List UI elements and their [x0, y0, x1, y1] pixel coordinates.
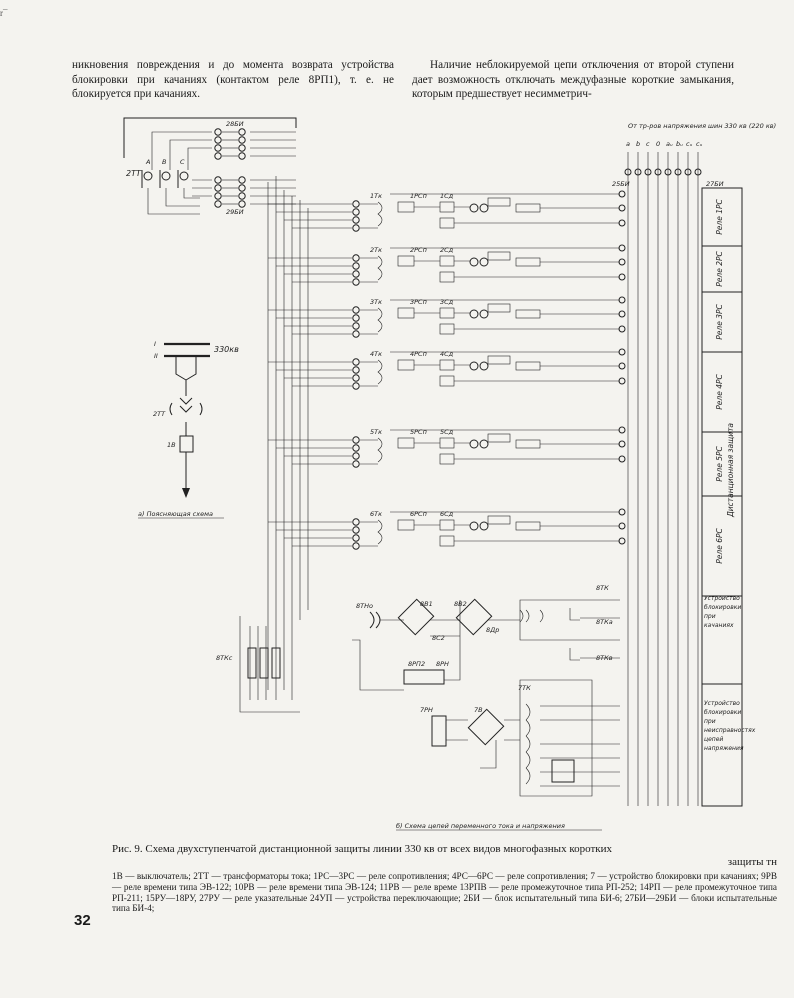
bus-1-label: I [154, 340, 156, 348]
block-29bi-label: 29БИ [226, 208, 244, 216]
relay-group: 2Тк 2РСп 2Сд [352, 244, 626, 286]
figure-legend: 1В — выключатель; 2ТТ — трансформаторы т… [112, 871, 777, 914]
svg-text:4РСп: 4РСп [410, 350, 427, 358]
svg-text:2Сд: 2Сд [440, 246, 454, 254]
block-27bi-label: 27БИ [706, 180, 724, 188]
voltage-330-label: 330кв [214, 345, 239, 354]
svg-text:6Тк: 6Тк [370, 510, 382, 518]
page-number: 32 [74, 912, 91, 929]
block-8tkc-label: 8ТКс [216, 654, 233, 662]
vt-7tk-label: 7ТК [518, 684, 531, 692]
block-28bi-label: 28БИ [226, 120, 244, 128]
bus-letter: cᵤ [696, 140, 703, 148]
relay-group: 4Тк 4РСп 4Сд [352, 348, 626, 390]
relay-group: 5Тк 5РСп 5Сд [352, 426, 626, 468]
block-8rp2-label: 8РП2 [408, 660, 425, 668]
terminal-block-28bi [214, 128, 246, 208]
block-8tno-label: 8ТНо [356, 602, 373, 610]
svg-text:4Сд: 4Сд [440, 350, 454, 358]
relay-group: 6Тк 6РСп 6Сд [352, 508, 626, 550]
phase-b-label: B [162, 158, 167, 166]
right-side-label: Реле 4РС [715, 374, 724, 410]
svg-text:3Тк: 3Тк [370, 298, 382, 306]
phase-c-label: C [180, 158, 185, 166]
bus-letter: c [646, 140, 650, 148]
block-8rn-label: 8РН [436, 660, 449, 668]
svg-text:2РСп: 2РСп [410, 246, 427, 254]
ct-2tt-label: 2ТТ [153, 410, 166, 418]
breaker-label: 1В [167, 441, 176, 449]
block-25bi-label: 25БИ [612, 180, 630, 188]
block-8c2-label: 8С2 [432, 634, 445, 642]
svg-text:5Сд: 5Сд [440, 428, 454, 436]
bus-letter: a [626, 140, 630, 148]
svg-text:1РСп: 1РСп [410, 192, 427, 200]
vt-7v-label: 7В [474, 706, 483, 714]
block-8dr-label: 8Др [486, 626, 499, 634]
bus-letter: aᵤ [666, 140, 673, 148]
vt-7rn-label: 7РН [420, 706, 433, 714]
right-column-text: Наличие неблокируемой цепи отключения от… [412, 59, 734, 100]
block-8tk-label: 8ТК [596, 584, 609, 592]
right-side-label: Реле 2РС [715, 251, 724, 287]
bus-letter: 0 [656, 140, 660, 148]
block-8tka-label: 8ТКа [596, 618, 613, 626]
svg-text:3РСп: 3РСп [410, 298, 427, 306]
svg-text:6РСп: 6РСп [410, 510, 427, 518]
ct-label-2tt: 2ТТ [126, 169, 142, 178]
right-side-label: Реле 6РС [715, 528, 724, 564]
explanatory-scheme: I II 330кв 2ТТ 1В а) Поясняющая схема [138, 340, 239, 519]
bus-letter: cᵤ [686, 140, 693, 148]
vt-block: 7ТК 7РН 7В [420, 679, 620, 797]
ct-8tk-left [239, 616, 300, 713]
ct-group-2tt: 2ТТ A B C [126, 158, 189, 188]
right-side-label: Реле 5РС [715, 446, 724, 482]
svg-text:5Тк: 5Тк [370, 428, 382, 436]
caption-line2: защиты тн [727, 856, 777, 868]
relay-group: 3Тк 3РСп 3Сд [352, 296, 626, 338]
subcaption-a: а) Поясняющая схема [138, 510, 213, 518]
right-side-label: Дистанционная защита [726, 423, 735, 518]
left-column-text: никновения повреждения и до момента возв… [72, 59, 394, 100]
voltage-bus: От тр-ров напряжения шин 330 кв (220 кв)… [612, 122, 776, 806]
svg-text:6Сд: 6Сд [440, 510, 454, 518]
svg-text:4Тк: 4Тк [370, 350, 382, 358]
swing-block: 8ТНо 8В1 8В2 8С2 8Др 8ТК 8РП2 8РН 8ТКа 8… [216, 584, 620, 691]
bus-2-label: II [154, 352, 158, 360]
subcaption-b: б) Схема цепей переменного тока и напряж… [396, 822, 565, 830]
phase-a-label: A [145, 158, 150, 166]
figure-caption: Рис. 9. Схема двухступенчатой дистанцион… [112, 843, 777, 869]
svg-text:1Сд: 1Сд [440, 192, 454, 200]
block-8v2-label: 8В2 [454, 600, 467, 608]
right-side-label: Реле 1РС [715, 199, 724, 235]
right-side-label: Реле 3РС [715, 304, 724, 340]
bus-letter: b [636, 140, 640, 148]
svg-text:2Тк: 2Тк [370, 246, 382, 254]
corner-mark: r¯ [0, 8, 8, 18]
bus-letter: bᵤ [676, 140, 683, 148]
svg-text:3Сд: 3Сд [440, 298, 454, 306]
svg-text:5РСп: 5РСп [410, 428, 427, 436]
relay-group: 1Тк 1РСп 1Сд [352, 190, 626, 232]
svg-text:1Тк: 1Тк [370, 192, 382, 200]
caption-line1: Рис. 9. Схема двухступенчатой дистанцион… [112, 843, 613, 855]
block-8v1-label: 8В1 [420, 600, 433, 608]
vt-header-label: От тр-ров напряжения шин 330 кв (220 кв) [628, 122, 776, 130]
